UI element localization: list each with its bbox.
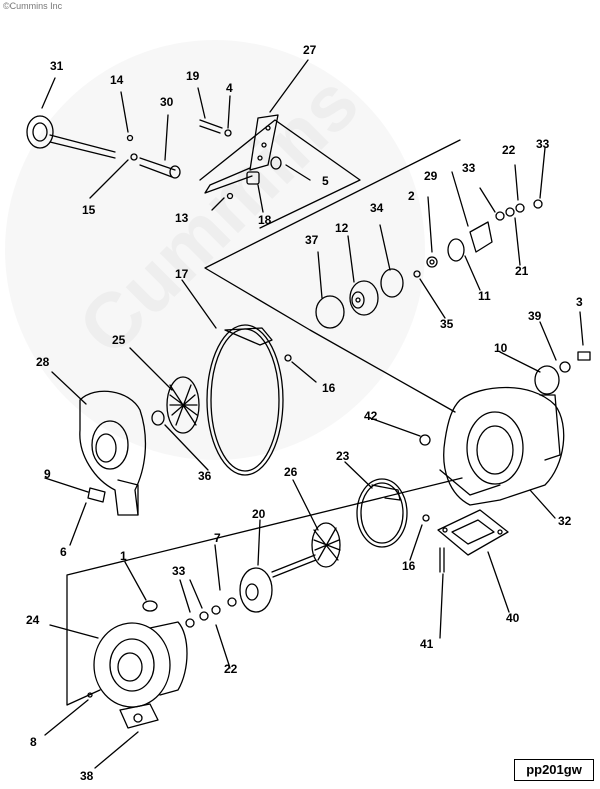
callout-36: 36: [198, 469, 212, 483]
small-washers-top: [126, 119, 234, 200]
callout-39: 39: [528, 309, 542, 323]
callout-34: 34: [370, 201, 384, 215]
callout-41: 41: [420, 637, 434, 651]
copyright-text: ©Cummins Inc: [3, 1, 63, 11]
callout-4: 4: [226, 81, 233, 95]
callout-42: 42: [364, 409, 378, 423]
callout-35: 35: [440, 317, 454, 331]
callout-29: 29: [424, 169, 438, 183]
part-plate-20: [185, 567, 273, 628]
callout-26: 26: [284, 465, 298, 479]
callout-13: 13: [175, 211, 189, 225]
callout-30: 30: [160, 95, 174, 109]
callout-22: 22: [502, 143, 516, 157]
callout-40: 40: [506, 611, 520, 625]
figure-id-box: pp201gw: [514, 759, 594, 781]
callout-21: 21: [515, 264, 529, 278]
part-snap-ring-34: [380, 268, 404, 298]
callout-27: 27: [303, 43, 317, 57]
callout-22: 22: [224, 662, 238, 676]
callout-33: 33: [172, 564, 186, 578]
part-bearing-12: [349, 280, 379, 316]
part-o-ring-37: [315, 295, 345, 329]
callout-28: 28: [36, 355, 50, 369]
callout-17: 17: [175, 267, 189, 281]
part-gasket-40: [437, 509, 509, 556]
part-turbine-housing-32: [419, 351, 591, 506]
callout-1: 1: [120, 549, 127, 563]
callout-38: 38: [80, 769, 94, 783]
part-bracket-27: [204, 114, 282, 194]
callout-25: 25: [112, 333, 126, 347]
callout-14: 14: [110, 73, 124, 87]
callout-18: 18: [258, 213, 272, 227]
callout-23: 23: [336, 449, 350, 463]
callout-20: 20: [252, 507, 266, 521]
callout-6: 6: [60, 545, 67, 559]
part-actuator-31: [26, 115, 116, 159]
callout-7: 7: [214, 531, 221, 545]
part-turbine-wheel-26: [271, 522, 341, 578]
part-bearing-housing-24: [87, 600, 188, 729]
callout-19: 19: [186, 69, 200, 83]
part-rod-end-30: [139, 157, 181, 179]
bracket-box: [199, 119, 361, 229]
callout-5: 5: [322, 174, 329, 188]
part-compressor-wheel-25: [151, 376, 200, 434]
callout-11: 11: [478, 289, 491, 303]
callout-37: 37: [305, 233, 319, 247]
part-plate-29: [413, 199, 543, 278]
leader-lines: [41, 59, 584, 769]
part-clamp-23: [356, 478, 430, 548]
callout-2: 2: [408, 189, 415, 203]
watermark: Cummins: [5, 40, 425, 460]
callout-24: 24: [26, 613, 40, 627]
part-stud-41: [439, 547, 445, 573]
callout-10: 10: [494, 341, 508, 355]
callout-15: 15: [82, 203, 96, 217]
callout-8: 8: [30, 735, 37, 749]
callout-32: 32: [558, 514, 572, 528]
callout-16: 16: [402, 559, 416, 573]
callout-12: 12: [335, 221, 349, 235]
callout-16: 16: [322, 381, 336, 395]
callout-labels: 31 14 30 19 4 27 5 15 13 18 22 33 33 29 …: [26, 43, 583, 783]
callout-33: 33: [462, 161, 476, 175]
part-compressor-housing-28: [79, 390, 147, 516]
boundary-lines: [66, 139, 463, 706]
callout-33: 33: [536, 137, 550, 151]
callout-31: 31: [50, 59, 64, 73]
callout-9: 9: [44, 467, 51, 481]
callout-3: 3: [576, 295, 583, 309]
part-clamp-17: [206, 324, 292, 476]
